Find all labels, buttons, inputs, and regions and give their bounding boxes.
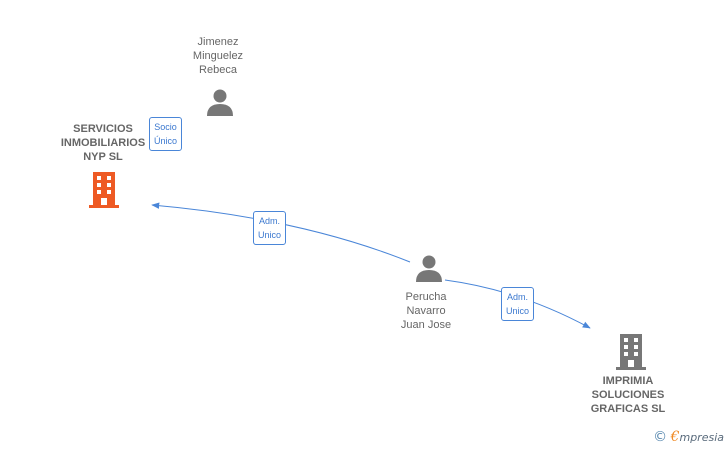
empresia-wordmark: mpresia (679, 431, 724, 444)
company-servicios-label: SERVICIOS INMOBILIARIOS NYP SL (60, 123, 146, 163)
company-imprimia-label: IMPRIMIA SOLUCIONES GRAFICAS SL (590, 375, 666, 415)
empresia-e-mark: € (670, 429, 680, 445)
edge-adm1-label[interactable]: Adm. Unico (253, 211, 287, 245)
edge-adm1-line (151, 202, 411, 263)
person-jimenez-icon[interactable] (206, 88, 234, 116)
person-perucha-label: Perucha Navarro Juan Jose (400, 291, 452, 331)
person-jimenez-label: Jimenez Minguelez Rebeca (192, 36, 244, 76)
edge-adm2-label[interactable]: Adm. Unico (501, 287, 535, 321)
empresia-logo[interactable]: © €mpresia (653, 429, 724, 445)
copyright-icon: © (653, 429, 668, 445)
person-perucha-icon[interactable] (415, 254, 443, 282)
edge-socio-label[interactable]: Socio Único (149, 117, 183, 151)
company-servicios-icon[interactable] (88, 172, 120, 208)
company-imprimia-icon[interactable] (615, 334, 647, 370)
